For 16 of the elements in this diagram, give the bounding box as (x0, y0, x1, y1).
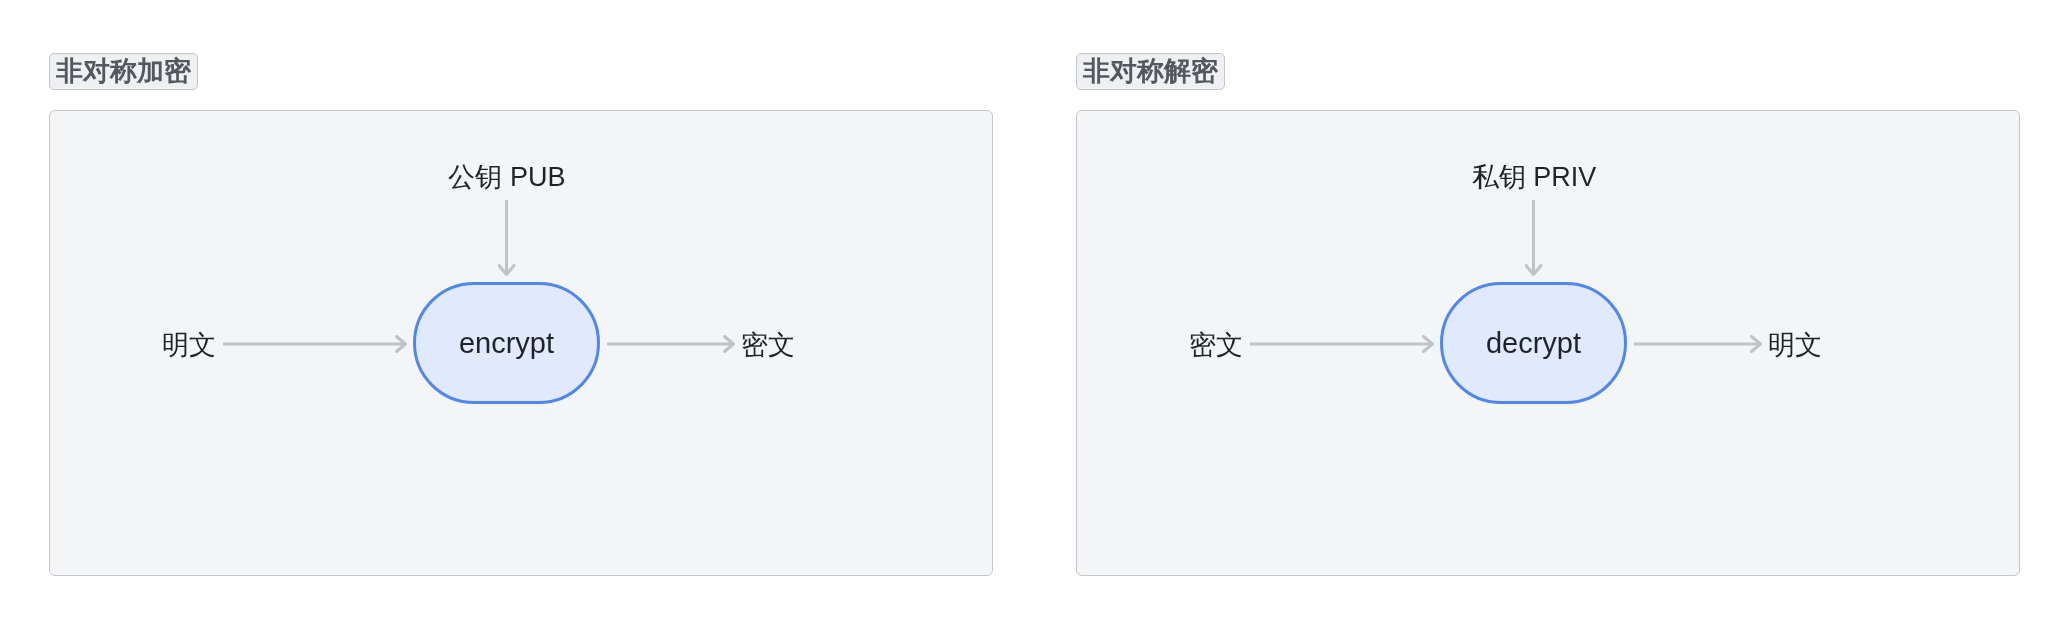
arrow (1524, 200, 1543, 276)
node-label: 明文 (162, 328, 216, 362)
arrow (223, 335, 407, 353)
arrow (1250, 335, 1434, 353)
node-label: 私钥 PRIV (1471, 160, 1597, 194)
group-heading: 非对称解密 (1076, 53, 1225, 90)
arrow (607, 335, 735, 353)
arrow (1634, 335, 1762, 353)
node-label: 明文 (1768, 328, 1822, 362)
node-label: 密文 (1189, 328, 1243, 362)
process-pill: decrypt (1440, 282, 1627, 404)
arrow (497, 200, 516, 276)
group-heading: 非对称加密 (49, 53, 198, 90)
node-label: 公钥 PUB (448, 160, 566, 194)
node-label: 密文 (741, 328, 795, 362)
process-pill: encrypt (413, 282, 600, 404)
